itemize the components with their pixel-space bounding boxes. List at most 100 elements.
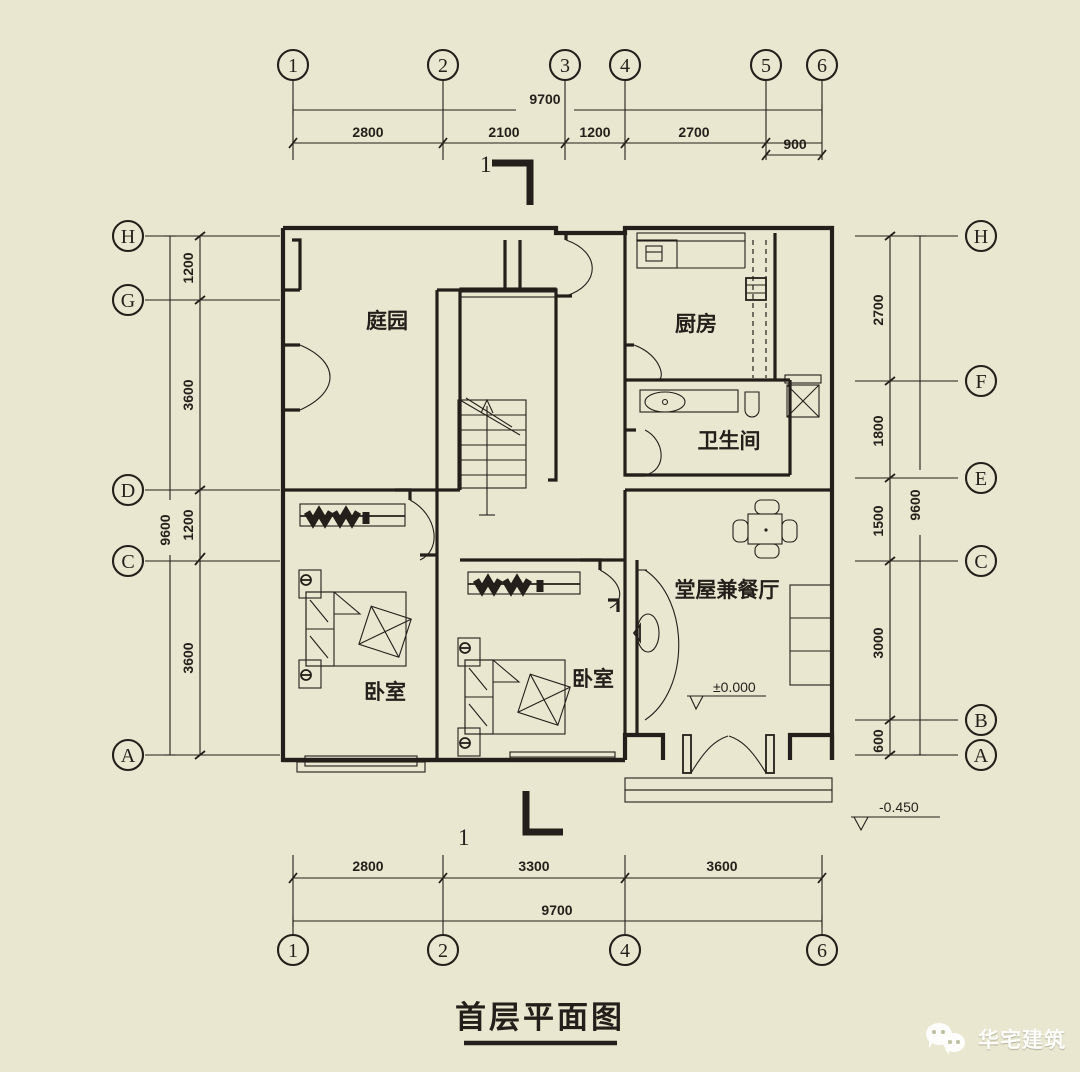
grid-bubble-label: 3 [560, 55, 570, 77]
dim-right-5: 600 [870, 729, 886, 753]
dim-top-overall: 9700 [529, 91, 560, 107]
grid-bubble-F-right [964, 364, 998, 398]
grid-bubble-label: E [975, 468, 987, 490]
grid-bubble-label: D [121, 480, 135, 502]
dim-right-1: 2700 [870, 294, 886, 325]
right-grid-axes: H F E C B A [855, 219, 998, 772]
drawing-title-group: 首层平面图 [455, 1000, 625, 1046]
dim-right-overall: 9600 [907, 489, 923, 520]
grid-bubble-label: 6 [817, 940, 827, 962]
level-interior-label: ±0.000 [713, 679, 756, 695]
grid-bubble-6-top [805, 48, 839, 82]
dim-left-3: 1200 [180, 509, 196, 540]
grid-bubble-label: 1 [288, 940, 298, 962]
plan-walls [280, 225, 835, 803]
dim-bottom-2: 3300 [518, 858, 549, 874]
grid-bubble-label: H [974, 226, 988, 248]
level-marker-interior: ±0.000 [687, 679, 766, 711]
grid-bubble-6-bottom [805, 933, 839, 967]
dim-left-overall: 9600 [157, 514, 173, 545]
dim-bottom-overall: 9700 [541, 902, 572, 918]
grid-bubble-G-left [111, 283, 145, 317]
dim-right-2: 1800 [870, 415, 886, 446]
grid-bubble-label: A [121, 745, 136, 767]
grid-bubble-label: A [974, 745, 989, 767]
window-bedroom-left [299, 503, 406, 529]
grid-bubble-label: B [974, 710, 987, 732]
dim-top-2: 2100 [488, 124, 519, 140]
sofa [789, 584, 833, 686]
grid-bubble-1-bottom [276, 933, 310, 967]
room-labels: 庭园 厨房 卫生间 堂屋兼餐厅 卧室 卧室 [364, 309, 780, 704]
bottom-grid-bubble-group: 1 2 4 6 [276, 933, 839, 967]
grid-bubble-H-right [964, 219, 998, 253]
grid-bubble-label: 2 [438, 940, 448, 962]
dim-left-2: 3600 [180, 379, 196, 410]
dim-bottom-1: 2800 [352, 858, 383, 874]
level-marker-exterior: -0.450 [851, 799, 940, 832]
dim-right-4: 3000 [870, 627, 886, 658]
dim-right-3: 1500 [870, 505, 886, 536]
dim-left-4: 3600 [180, 642, 196, 673]
watermark-logo: 华宅建筑 [926, 1022, 1066, 1056]
room-label-living-dining: 堂屋兼餐厅 [675, 578, 780, 602]
room-label-bathroom: 卫生间 [698, 429, 761, 453]
left-dimension-chain: 9600 1200 3600 1200 3600 [157, 231, 206, 760]
entrance-doors [624, 734, 833, 803]
bed-left [298, 569, 412, 689]
grid-bubble-B-right [964, 703, 998, 737]
room-label-courtyard: 庭园 [366, 309, 408, 333]
section-mark-bottom-label: 1 [458, 825, 470, 850]
grid-bubble-label: G [121, 290, 135, 312]
grid-bubble-H-left [111, 219, 145, 253]
left-grid-axes: H G D C A [111, 219, 280, 772]
room-label-bedroom-left: 卧室 [364, 680, 406, 704]
top-grid-axes [292, 80, 823, 160]
grid-bubble-D-left [111, 473, 145, 507]
drawing-title: 首层平面图 [455, 1000, 625, 1036]
window-bedroom-middle [467, 571, 581, 597]
bottom-dimension-chain: 2800 3300 3600 9700 [288, 855, 827, 935]
right-dimension-chain: 2700 1800 1500 3000 600 9600 [870, 231, 926, 760]
grid-bubble-2-top [426, 48, 460, 82]
grid-bubble-C-left [111, 544, 145, 578]
grid-bubble-3-top [548, 48, 582, 82]
dim-bottom-3: 3600 [706, 858, 737, 874]
section-mark-top: 1 [480, 152, 534, 205]
grid-bubble-E-right [964, 461, 998, 495]
wechat-icon [926, 1022, 970, 1056]
grid-bubble-4-bottom [608, 933, 642, 967]
grid-bubble-A-left [111, 738, 145, 772]
staircase [457, 397, 527, 516]
dim-top-1: 2800 [352, 124, 383, 140]
grid-bubble-label: F [975, 371, 986, 393]
grid-bubble-5-top [749, 48, 783, 82]
grid-bubble-label: H [121, 226, 135, 248]
grid-bubble-label: 4 [620, 55, 630, 77]
section-mark-top-label: 1 [480, 152, 492, 177]
level-exterior-label: -0.450 [879, 799, 919, 815]
dim-left-1: 1200 [180, 252, 196, 283]
grid-bubble-label: 2 [438, 55, 448, 77]
bed-middle [457, 637, 571, 757]
section-mark-bottom: 1 [458, 791, 563, 850]
grid-bubble-label: 6 [817, 55, 827, 77]
room-label-bedroom-middle: 卧室 [572, 667, 614, 691]
grid-bubble-4-top [608, 48, 642, 82]
grid-bubble-label: 5 [761, 55, 771, 77]
dim-top-4: 2700 [678, 124, 709, 140]
top-grid-bubble-group: 1 2 3 4 5 6 [276, 48, 839, 82]
grid-bubble-label: C [974, 551, 987, 573]
dim-top-tail: 900 [783, 136, 807, 152]
grid-bubble-label: 4 [620, 940, 630, 962]
dining-set [732, 499, 798, 559]
grid-bubble-A-right [964, 738, 998, 772]
grid-bubble-label: C [121, 551, 134, 573]
grid-bubble-1-top [276, 48, 310, 82]
dim-top-3: 1200 [579, 124, 610, 140]
grid-bubble-label: 1 [288, 55, 298, 77]
room-label-kitchen: 厨房 [675, 312, 717, 336]
grid-bubble-C-right [964, 544, 998, 578]
